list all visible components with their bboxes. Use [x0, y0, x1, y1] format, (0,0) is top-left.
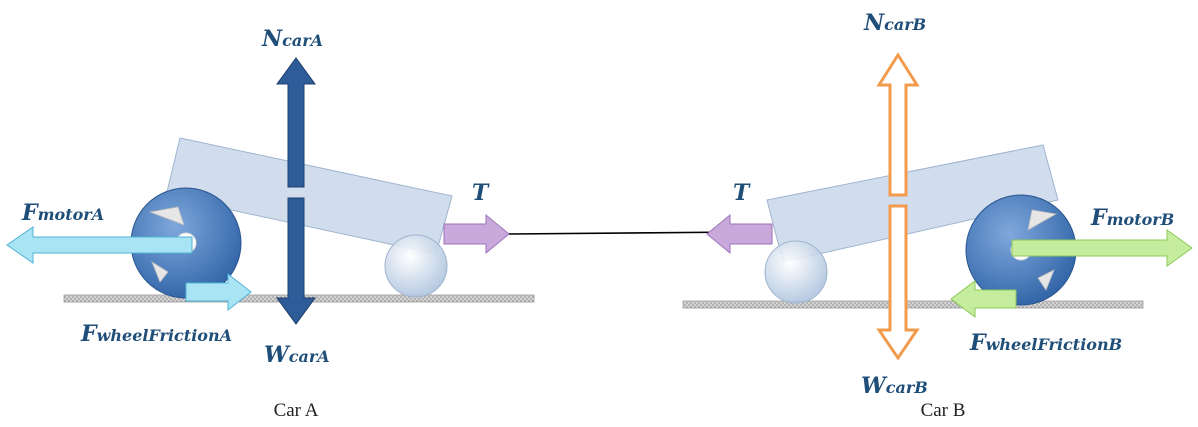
car-b-caption: Car B — [921, 400, 966, 421]
friction-force-a-arrow — [185, 272, 252, 312]
friction-force-b-label: FwheelFrictionB — [969, 330, 1122, 356]
friction-force-b-arrow — [950, 280, 1017, 318]
car-b-body — [766, 144, 1059, 263]
normal-force-a-arrow — [276, 57, 316, 188]
car-b-small-wheel — [764, 240, 828, 304]
rope — [508, 231, 745, 235]
weight-b-label: WcarB — [861, 373, 928, 399]
car-a — [6, 57, 535, 325]
weight-b-arrow — [876, 204, 920, 361]
ground-b — [682, 300, 1144, 309]
car-b — [682, 52, 1193, 361]
weight-a-label: WcarA — [264, 342, 330, 368]
car-b-rotation-icon — [1027, 209, 1058, 291]
motor-force-a-arrow — [6, 226, 193, 264]
friction-force-a-label: FwheelFrictionA — [80, 321, 232, 347]
tension-a-arrow — [443, 213, 510, 255]
tension-b-arrow — [706, 213, 773, 255]
normal-force-b-arrow — [876, 52, 920, 197]
car-b-vertical-arrows — [876, 52, 920, 361]
weight-a-arrow — [276, 197, 316, 325]
car-a-caption: Car A — [274, 400, 319, 421]
car-a-rotation-icon — [148, 206, 185, 283]
car-a-small-wheel — [384, 234, 448, 298]
normal-force-b-label: NcarB — [863, 10, 926, 36]
normal-force-a-label: NcarA — [261, 26, 323, 52]
tension-a-label: T — [472, 180, 490, 206]
motor-force-b-label: FmotorB — [1090, 205, 1174, 231]
tension-b-label: T — [733, 180, 751, 206]
car-a-vertical-arrows — [276, 57, 316, 325]
motor-force-b-arrow — [1011, 229, 1193, 267]
motor-force-a-label: FmotorA — [21, 200, 104, 226]
